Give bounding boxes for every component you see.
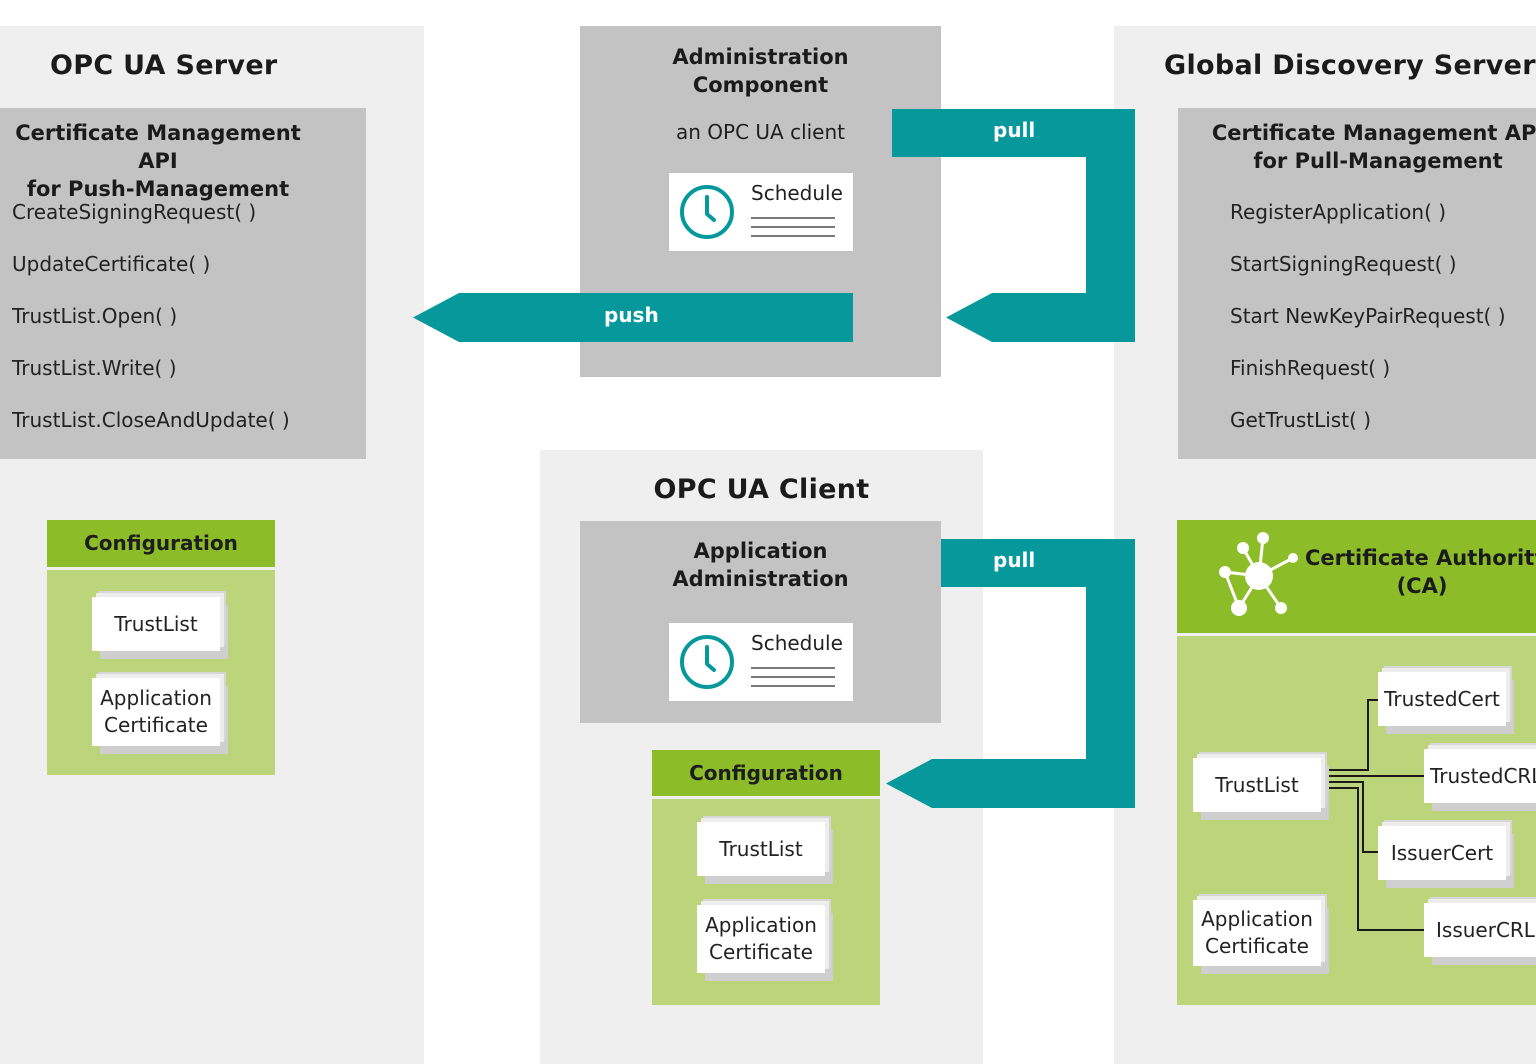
trustlist-label: TrustList	[114, 611, 198, 636]
api-item: RegisterApplication( )	[1230, 200, 1447, 224]
app-admin-title-line2: Administration	[672, 567, 849, 591]
api-item: TrustList.Open( )	[12, 304, 178, 328]
gds-trustlist-card: TrustList	[1193, 758, 1321, 812]
ca-header: Certificate Authority (CA)	[1177, 520, 1536, 633]
admin-title-line1: Administration	[672, 45, 849, 69]
pull-api-title-line2: for Pull-Management	[1253, 149, 1503, 173]
appcert-label-line2: Certificate	[1205, 934, 1309, 958]
push-api-box: Certificate Management API for Push-Mana…	[0, 108, 366, 459]
pull-arrow-top	[892, 109, 1135, 342]
issuer-crl-card: IssuerCRL	[1424, 903, 1536, 957]
trustlist-label: TrustList	[1215, 772, 1299, 797]
schedule-line	[751, 217, 835, 219]
push-api-title-line1: Certificate Management API	[15, 121, 301, 173]
gds-title: Global Discovery Server (G	[1164, 50, 1536, 81]
pull-api-box: Certificate Management API for Pull-Mana…	[1178, 108, 1536, 459]
trusted-crl-card: TrustedCRL	[1424, 749, 1536, 803]
schedule-label: Schedule	[751, 181, 843, 205]
trusted-cert-card: TrustedCert	[1378, 672, 1506, 726]
admin-title: Administration Component	[580, 43, 941, 99]
appcert-label-line2: Certificate	[104, 713, 208, 737]
gds-appcert-card: Application Certificate	[1193, 900, 1321, 966]
api-item: GetTrustList( )	[1230, 408, 1372, 432]
issuer-cert-card: IssuerCert	[1378, 826, 1506, 880]
schedule-line	[751, 667, 835, 669]
client-appcert-card: Application Certificate	[697, 905, 825, 973]
appcert-label-line1: Application	[1201, 907, 1313, 931]
api-item: Start NewKeyPairRequest( )	[1230, 304, 1506, 328]
app-admin-title: Application Administration	[580, 537, 941, 593]
ca-title-line1: Certificate Authority	[1305, 546, 1536, 570]
app-admin-box: Application Administration Schedule	[580, 521, 941, 723]
app-admin-title-line1: Application	[693, 539, 828, 563]
schedule-line	[751, 235, 835, 237]
trust-item-label: TrustedCRL	[1430, 763, 1536, 788]
pull-label-top: pull	[993, 118, 1036, 142]
client-schedule: Schedule	[669, 623, 853, 701]
ca-title-line2: (CA)	[1396, 574, 1448, 598]
schedule-line	[751, 226, 835, 228]
api-item: UpdateCertificate( )	[12, 252, 211, 276]
trust-item-label: IssuerCert	[1390, 840, 1494, 865]
clock-icon	[679, 184, 735, 240]
admin-subtitle: an OPC UA client	[675, 120, 846, 144]
schedule-line	[751, 685, 835, 687]
appcert-label-line1: Application	[705, 913, 817, 937]
push-arrow	[413, 293, 853, 342]
server-appcert-card: Application Certificate	[92, 678, 220, 746]
appcert-label-line2: Certificate	[709, 940, 813, 964]
ca-title: Certificate Authority (CA)	[1305, 544, 1536, 600]
client-config-header: Configuration	[652, 750, 880, 796]
api-item: StartSigningRequest( )	[1230, 252, 1457, 276]
schedule-line	[751, 676, 835, 678]
schedule-label: Schedule	[751, 631, 843, 655]
server-trustlist-card: TrustList	[92, 597, 220, 651]
api-item: TrustList.CloseAndUpdate( )	[12, 408, 290, 432]
trust-item-label: IssuerCRL	[1436, 917, 1535, 942]
admin-schedule: Schedule	[669, 173, 853, 251]
pull-api-title-line1: Certificate Management API	[1211, 121, 1536, 145]
push-label: push	[604, 303, 659, 327]
push-api-title-line2: for Push-Management	[26, 177, 290, 201]
server-config-header: Configuration	[47, 520, 275, 567]
client-title: OPC UA Client	[653, 474, 870, 505]
pull-label-bottom: pull	[993, 548, 1036, 572]
trust-item-label: TrustedCert	[1384, 686, 1500, 711]
pull-api-title: Certificate Management API for Pull-Mana…	[1178, 119, 1536, 175]
client-trustlist-card: TrustList	[697, 822, 825, 876]
push-api-title: Certificate Management API for Push-Mana…	[0, 119, 316, 203]
trustlist-label: TrustList	[719, 836, 803, 861]
clock-icon	[679, 634, 735, 690]
appcert-label-line1: Application	[100, 686, 212, 710]
network-icon	[1211, 528, 1305, 622]
server-title: OPC UA Server	[50, 50, 278, 81]
api-item: TrustList.Write( )	[12, 356, 177, 380]
api-item: CreateSigningRequest( )	[12, 200, 257, 224]
admin-title-line2: Component	[692, 73, 829, 97]
api-item: FinishRequest( )	[1230, 356, 1391, 380]
